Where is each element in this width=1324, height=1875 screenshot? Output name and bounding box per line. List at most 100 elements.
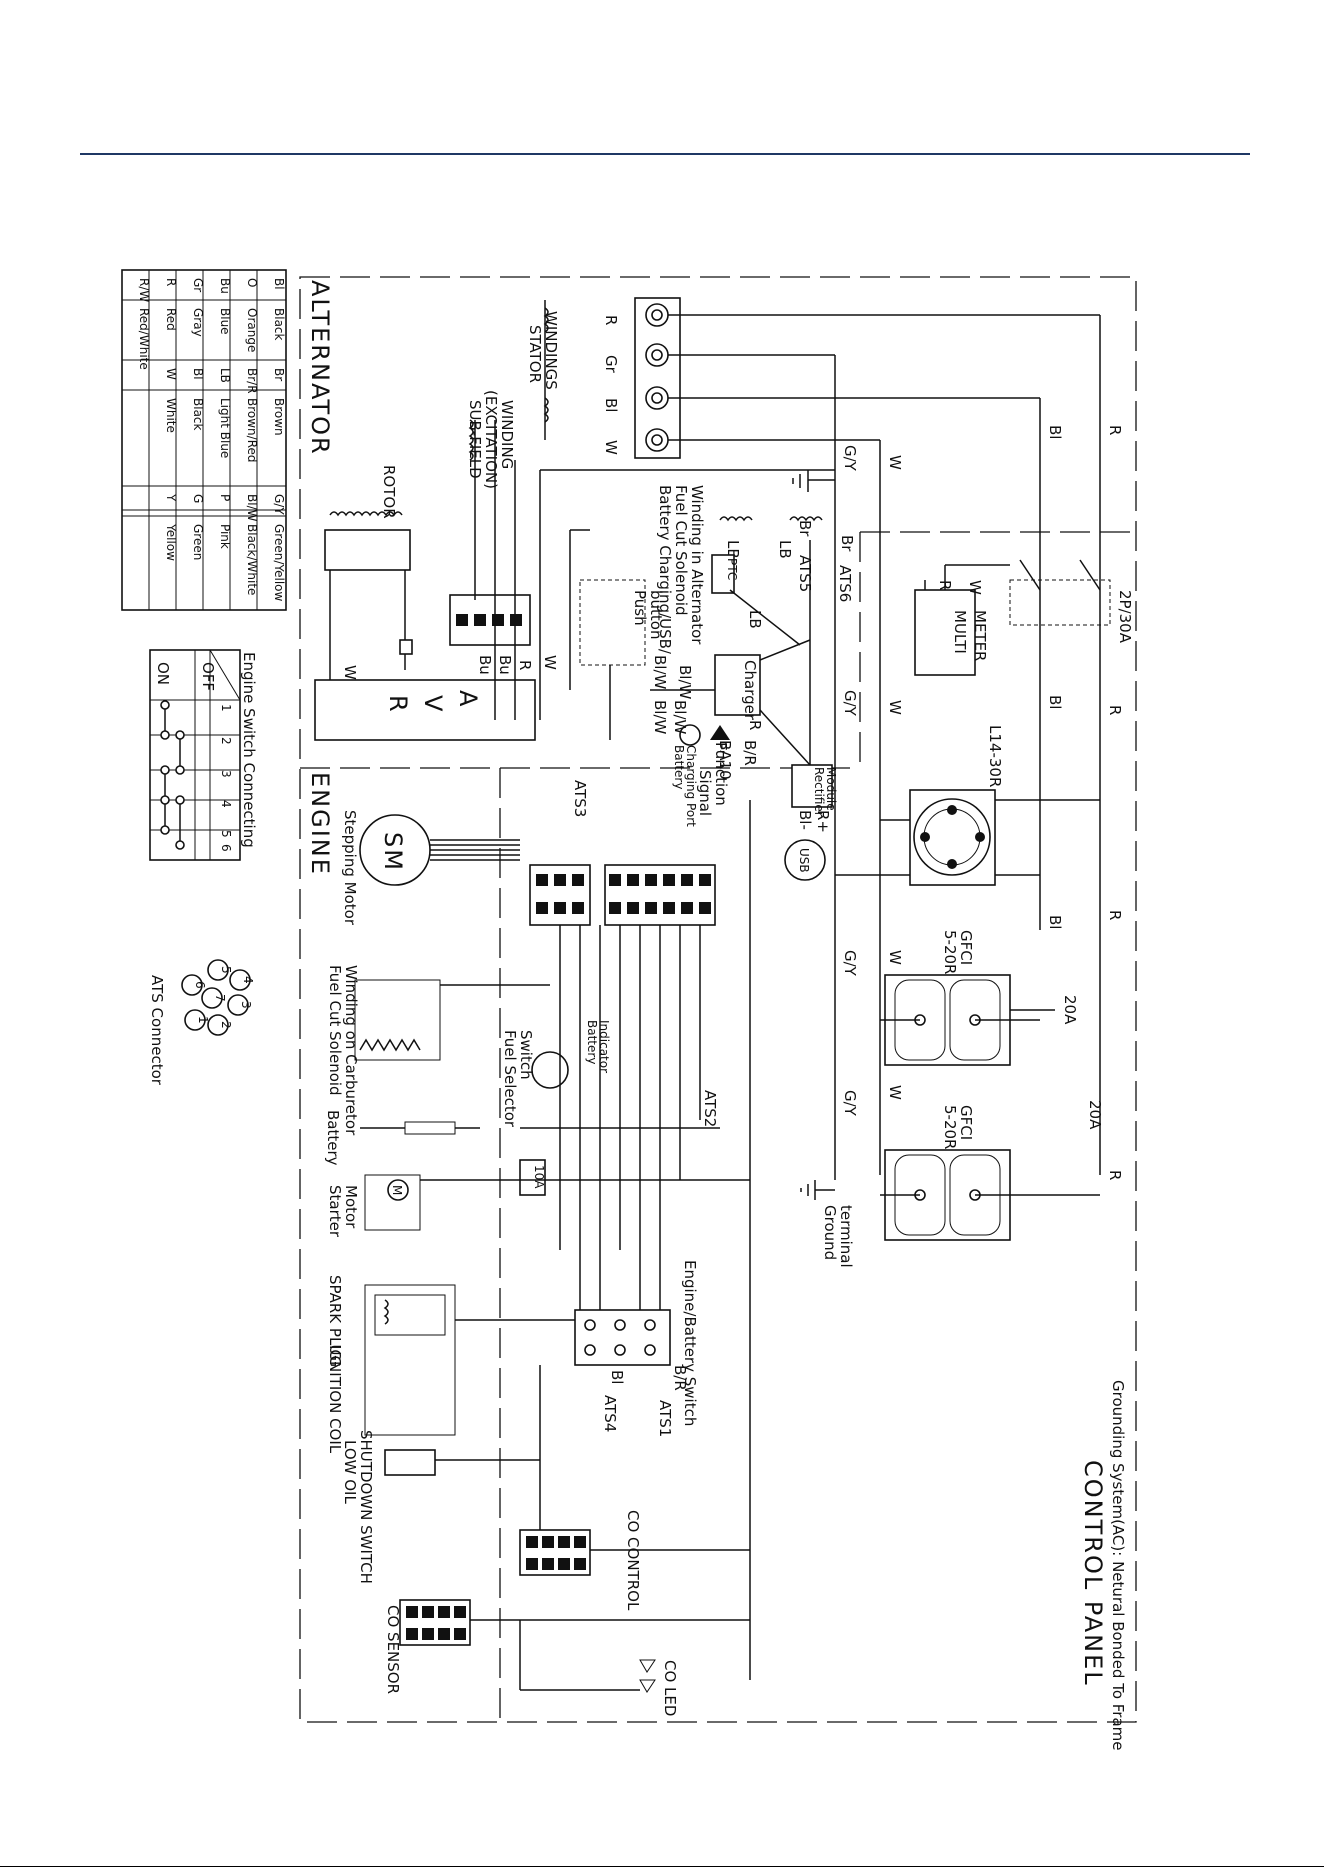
wire-bl-cp1: Bl <box>1046 425 1064 439</box>
main-harness-pin <box>609 902 621 914</box>
main-harness-pin <box>699 874 711 886</box>
legend-name: Red <box>164 308 178 331</box>
svg-text:StarterMotor: StarterMotor <box>326 1185 360 1238</box>
ats-pin-3: 3 <box>239 1001 253 1009</box>
switch-terminal-1: 1 <box>219 704 233 712</box>
ats-pin-6: 6 <box>193 981 207 989</box>
co-sensor-pin <box>438 1628 450 1640</box>
legend-name: Yellow <box>164 523 178 561</box>
wire-r-cp2: R <box>1106 705 1124 715</box>
eb-switch-terminal <box>584 1344 596 1356</box>
gfci-2-label: 5-20RGFCI <box>941 1105 975 1149</box>
legend-name: Black <box>191 398 205 431</box>
svg-text:Groundterminal: Groundterminal <box>821 1205 855 1268</box>
main-harness-pin <box>681 874 693 886</box>
co-sensor-pin <box>454 1628 466 1640</box>
co-control-pin <box>558 1558 570 1570</box>
outer-frame <box>299 276 1137 1723</box>
avr-wire-label-0: W <box>541 655 559 670</box>
legend-name: Blue <box>218 308 232 335</box>
co-sensor-pin <box>406 1606 418 1618</box>
wire-w-cp4: W <box>886 1085 904 1100</box>
svg-text:R+: R+ <box>814 810 832 833</box>
legend-code: G <box>191 494 205 503</box>
legend-code: P <box>218 494 232 501</box>
rotor-label: ROTOR <box>380 465 398 519</box>
legend-code: R/W <box>137 278 151 302</box>
svg-text:USB: USB <box>797 848 811 873</box>
ground-terminal: Groundterminal <box>800 1180 855 1268</box>
section-engine: ENGINE <box>306 772 334 876</box>
ats4-label: ATS4 <box>601 1395 619 1432</box>
legend-name: Black <box>272 308 286 341</box>
section-control-panel: CONTROL PANEL <box>1079 1460 1107 1687</box>
legend-code: Bl <box>272 278 286 290</box>
switch-terminal-3: 3 <box>219 770 233 778</box>
wire-gy-4: G/Y <box>841 1090 859 1117</box>
ignition-coil: SPARK PLUG IGNITION COIL <box>326 1275 456 1454</box>
svg-text:LB: LB <box>724 540 742 559</box>
svg-text:W: W <box>966 580 984 595</box>
ats-pin <box>207 959 229 981</box>
eb-switch-terminal <box>644 1344 656 1356</box>
svg-text:W: W <box>341 665 359 680</box>
l14-30r-label: L14-30R <box>986 725 1004 787</box>
main-harness-pin <box>645 902 657 914</box>
ats-pin-7: 7 <box>213 994 227 1002</box>
main-harness-pin <box>699 902 711 914</box>
legend-name: Gray <box>191 308 205 337</box>
gfci-outlet-2: 5-20RGFCI 20A <box>880 1100 1104 1241</box>
svg-text:Fuel SelectorSwitch: Fuel SelectorSwitch <box>501 1030 535 1128</box>
breaker-2p30a-label: 2P/30A <box>1116 590 1134 644</box>
co-control-pin <box>542 1536 554 1548</box>
co-sensor-pin <box>406 1628 418 1640</box>
co-sensor-pin <box>438 1606 450 1618</box>
wire-w-stator: W <box>602 440 620 455</box>
legend-code: Bu <box>218 278 232 294</box>
svg-text:SignalFunction: SignalFunction <box>696 742 730 816</box>
ats5-label: ATS5 <box>796 555 814 592</box>
svg-text:LOW OILSHUTDOWN SWITCH: LOW OILSHUTDOWN SWITCH <box>341 1430 375 1584</box>
svg-text:Battery: Battery <box>324 1110 342 1166</box>
grounding-note: Grounding System(AC): Netural Bonded To … <box>1109 1380 1127 1751</box>
main-harness-pin <box>645 874 657 886</box>
main-harness-connector <box>604 864 716 926</box>
rectifier-module <box>791 764 833 808</box>
avr-connector-pin <box>456 614 468 626</box>
ats-pin-1: 1 <box>196 1016 210 1024</box>
ats-pin <box>184 1009 206 1031</box>
ats-pin <box>227 994 249 1016</box>
legend-code: O <box>245 278 259 287</box>
legend-name: Black/White <box>245 524 259 595</box>
fuse-10a <box>519 1159 546 1196</box>
svg-text:SM: SM <box>379 832 407 872</box>
svg-text:Stepping Motor: Stepping Motor <box>341 810 359 926</box>
ats-connector-title: ATS Connector <box>148 975 166 1086</box>
legend-code: Gr <box>191 278 205 292</box>
main-harness-pin <box>609 874 621 886</box>
svg-text:R: R <box>746 720 764 730</box>
gfci-1-label: 5-20RGFCI <box>941 930 975 974</box>
wire-r-stator: R <box>602 315 620 325</box>
svg-text:Bl: Bl <box>608 1370 626 1384</box>
ats3-label: ATS3 <box>571 780 589 817</box>
legend-code: W <box>164 368 178 380</box>
rotor <box>324 529 411 571</box>
footer-rule <box>0 1866 1324 1867</box>
main-harness-pin <box>663 902 675 914</box>
legend-code: Bl/W <box>245 494 259 522</box>
svg-text:Bl/W: Bl/W <box>676 665 694 700</box>
wire-gr-stator: Gr <box>602 355 620 374</box>
ats2-label: ATS2 <box>701 1090 719 1127</box>
svg-text:Fuel Cut SolenoidWinding on Ca: Fuel Cut SolenoidWinding on Carburetor <box>326 965 360 1136</box>
svg-text:B/R: B/R <box>741 740 759 766</box>
legend-code: Br <box>272 368 286 381</box>
main-harness-pin <box>663 874 675 886</box>
ats-pin-2: 2 <box>219 1021 233 1029</box>
breaker-20a-1-label: 20A <box>1061 995 1079 1025</box>
svg-text:CO LED: CO LED <box>661 1660 679 1716</box>
l14-30r-outlet: L14-30R <box>835 725 1100 886</box>
